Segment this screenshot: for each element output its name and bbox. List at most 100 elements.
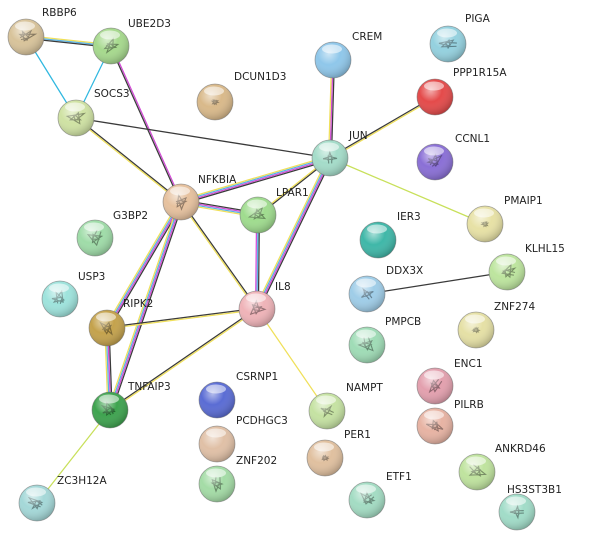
node-g3bp2[interactable]: G3BP2 [76, 210, 148, 257]
node-nampt[interactable]: NAMPT [308, 382, 383, 430]
edge-strand [106, 307, 258, 328]
node-outline [18, 484, 56, 522]
node-outline [458, 453, 496, 491]
node-crem[interactable]: CREM [314, 31, 382, 79]
node-highlight [496, 256, 516, 266]
node-highlight [49, 283, 69, 293]
edge-strand [180, 159, 332, 205]
node-highlight [322, 44, 342, 54]
node-socs3[interactable]: SOCS3 [57, 88, 130, 137]
node-hs3st3b1[interactable]: HS3ST3B1 [498, 484, 562, 531]
node-outline [314, 41, 352, 79]
node-tnfaip3[interactable]: TNFAIP3 [91, 381, 171, 429]
node-znf274[interactable]: ZNF274 [457, 301, 535, 349]
node-pilrb[interactable]: PILRB [416, 399, 484, 445]
node-label: PER1 [344, 429, 371, 441]
edge-strand [254, 156, 329, 309]
node-ier3[interactable]: IER3 [359, 211, 421, 259]
node-highlight [26, 487, 46, 497]
node-jun[interactable]: JUN [311, 130, 368, 177]
node-outline [7, 18, 45, 56]
node-ppp1r15a[interactable]: PPP1R15A [416, 67, 507, 116]
edge-strand [107, 200, 180, 410]
node-label: LPAR1 [276, 187, 309, 199]
node-outline [348, 481, 386, 519]
node-label: IER3 [397, 211, 421, 223]
edge-nfkbia-il8 [179, 200, 259, 311]
edge-strand [180, 200, 259, 310]
node-outline [457, 311, 495, 349]
edge-strand [108, 201, 181, 411]
node-label: G3BP2 [113, 210, 148, 222]
node-highlight [424, 370, 444, 380]
node-label: DCUN1D3 [234, 71, 286, 83]
edge-strand [108, 307, 258, 411]
node-highlight [316, 395, 336, 405]
edge-strand [329, 157, 486, 225]
node-zc3h12a[interactable]: ZC3H12A [18, 475, 107, 522]
node-highlight [506, 496, 526, 506]
node-ankrd46[interactable]: ANKRD46 [458, 443, 546, 491]
edge-socs3-jun [75, 117, 331, 159]
node-highlight [424, 146, 444, 156]
node-outline [488, 253, 526, 291]
node-outline [429, 25, 467, 63]
node-ccnl1[interactable]: CCNL1 [416, 133, 490, 181]
edge-strand [180, 158, 331, 204]
node-highlight [84, 222, 104, 232]
node-rbbp6[interactable]: RBBP6 [7, 7, 77, 56]
node-enc1[interactable]: ENC1 [416, 358, 483, 405]
node-label: ZNF202 [236, 455, 277, 467]
node-highlight [465, 314, 485, 324]
node-label: UBE2D3 [128, 18, 171, 30]
node-label: SOCS3 [94, 88, 130, 100]
node-outline [198, 381, 236, 419]
edge-strand [104, 200, 180, 328]
node-label: RBBP6 [42, 7, 77, 19]
node-label: NFKBIA [198, 174, 237, 186]
edge-strand [366, 271, 508, 295]
node-znf202[interactable]: ZNF202 [198, 455, 277, 503]
node-label: NAMPT [346, 382, 383, 394]
node-il8[interactable]: IL8 [238, 281, 291, 328]
node-ripk2[interactable]: RIPK2 [88, 298, 153, 347]
node-outline [348, 275, 386, 313]
node-outline [416, 367, 454, 405]
node-outline [91, 391, 129, 429]
node-dcun1d3[interactable]: DCUN1D3 [196, 71, 286, 121]
node-pcdhgc3[interactable]: PCDHGC3 [198, 415, 288, 463]
node-lpar1[interactable]: LPAR1 [239, 187, 309, 234]
node-highlight [204, 86, 224, 96]
node-ube2d3[interactable]: UBE2D3 [92, 18, 171, 65]
node-outline [239, 196, 277, 234]
node-highlight [356, 278, 376, 288]
edge-tnfaip3-zc3h12a [36, 409, 111, 504]
node-outline [306, 439, 344, 477]
node-label: PMAIP1 [504, 195, 543, 207]
edge-ripk2-il8 [106, 307, 258, 330]
edge-strand [75, 117, 331, 159]
edge-socs3-nfkbia [74, 116, 183, 204]
node-ddx3x[interactable]: DDX3X [348, 265, 423, 313]
node-usp3[interactable]: USP3 [41, 271, 105, 318]
node-label: IL8 [275, 281, 291, 293]
node-pmpcb[interactable]: PMPCB [348, 316, 421, 364]
node-label: TNFAIP3 [127, 381, 171, 393]
node-piga[interactable]: PIGA [429, 13, 491, 63]
edge-ube2d3-nfkbia [109, 45, 183, 203]
node-highlight [170, 186, 190, 196]
node-csrnp1[interactable]: CSRNP1 [198, 371, 278, 419]
node-label: DDX3X [386, 265, 423, 277]
node-pmaip1[interactable]: PMAIP1 [466, 195, 543, 243]
node-nfkbia[interactable]: NFKBIA [162, 174, 237, 221]
node-outline [311, 139, 349, 177]
node-outline [162, 183, 200, 221]
node-klhl15[interactable]: KLHL15 [488, 243, 565, 291]
node-highlight [474, 208, 494, 218]
node-etf1[interactable]: ETF1 [348, 471, 412, 519]
node-outline [198, 465, 236, 503]
edge-strand [106, 201, 183, 329]
node-per1[interactable]: PER1 [306, 429, 371, 477]
